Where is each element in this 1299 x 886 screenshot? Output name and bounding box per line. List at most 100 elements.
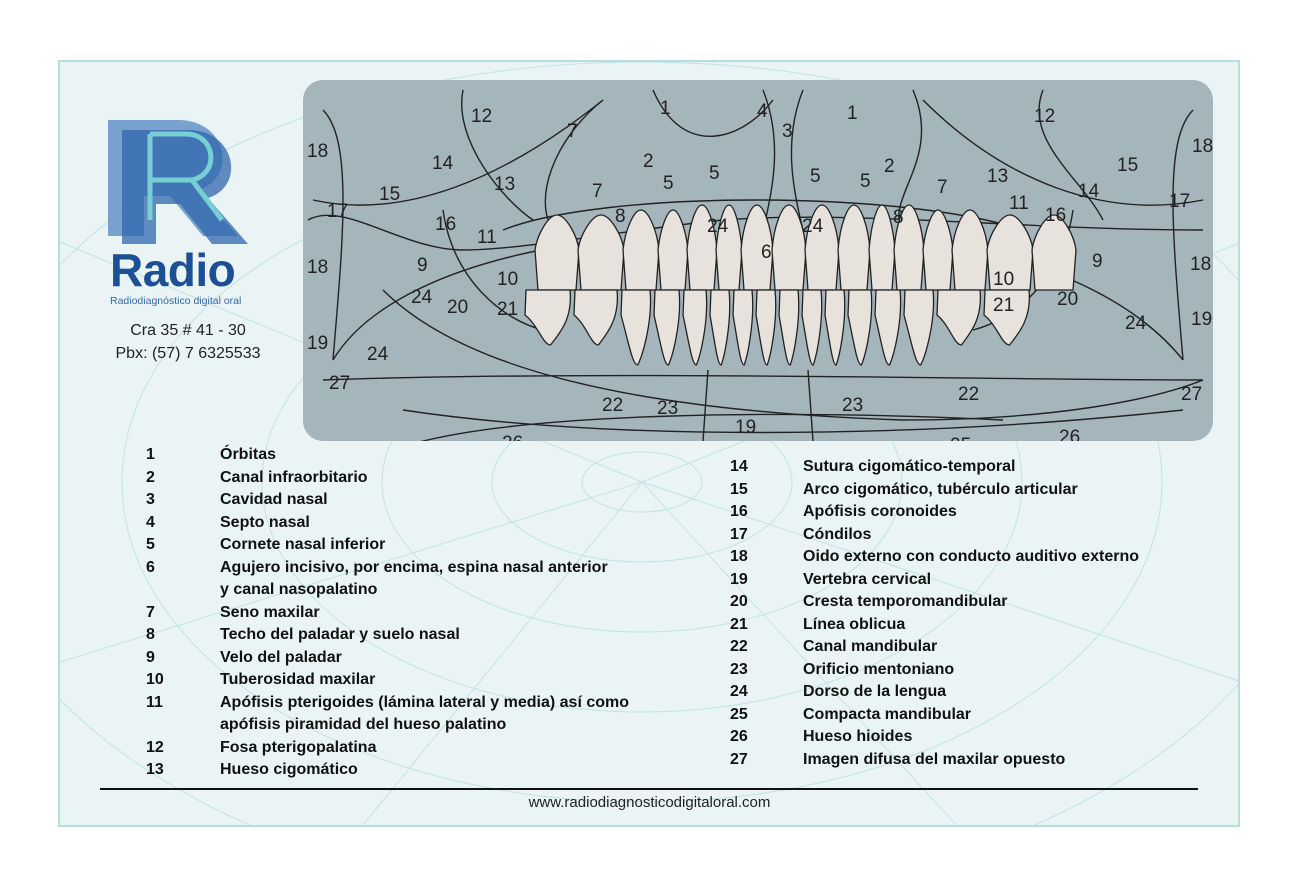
legend-text: Techo del paladar y suelo nasal [220, 626, 460, 643]
diagram-label: 1 [847, 103, 858, 124]
diagram-label: 24 [1125, 313, 1147, 334]
legend-number: 9 [146, 648, 155, 666]
radio-logo [108, 120, 248, 244]
diagram-label: 26 [1059, 427, 1080, 441]
lower-tooth [524, 289, 571, 346]
lower-tooth [653, 289, 681, 366]
legend-number: 22 [730, 638, 748, 655]
diagram-label: 13 [987, 166, 1008, 187]
phone: Pbx: (57) 7 6325533 [115, 345, 261, 362]
diagram-label: 20 [1057, 289, 1078, 310]
legend-text: Órbitas [220, 446, 277, 463]
brand-name: Radio [110, 244, 236, 296]
legend-number [146, 579, 220, 602]
diagram-label: 9 [1092, 251, 1103, 272]
legend-number: 18 [730, 548, 748, 565]
diagram-label: 5 [709, 163, 720, 184]
legend-number: 25 [730, 705, 748, 723]
lower-tooth [732, 289, 754, 366]
legend-item: 1 Órbitas [146, 444, 629, 467]
legend-text: Arco cigomático, tubérculo articular [803, 480, 1078, 498]
legend-text: Imagen difusa del maxilar opuesto [803, 750, 1066, 768]
diagram-label: 25 [950, 435, 971, 441]
website-url: www.radiodiagnosticodigitaloral.com [528, 794, 771, 811]
diagram-label: 19 [307, 333, 328, 354]
diagram-label: 7 [937, 177, 948, 198]
lower-tooth [755, 289, 777, 366]
lower-tooth [620, 289, 652, 366]
diagram-label: 8 [893, 207, 904, 228]
legend-number: 4 [146, 513, 155, 531]
diagram-label: 13 [494, 174, 515, 195]
lower-tooth [983, 289, 1030, 346]
legend-item: 24 Dorso de la lengua [730, 681, 1139, 704]
legend-number: 12 [146, 738, 164, 756]
legend-number: 15 [730, 480, 748, 498]
legend-number: 1 [146, 446, 155, 463]
diagram-label: 27 [329, 373, 350, 394]
legend-item: 15 Arco cigomático, tubérculo articular [730, 479, 1139, 502]
diagram-label: 23 [657, 398, 678, 419]
diagram-label: 10 [993, 269, 1014, 290]
legend-number: 21 [730, 615, 748, 633]
legend-text: Canal mandibular [803, 638, 938, 655]
legend-number: 23 [730, 660, 748, 678]
diagram-label: 2 [643, 151, 654, 172]
diagram-label: 11 [1009, 193, 1029, 214]
diagram-label: 7 [592, 181, 603, 202]
legend-text: Cavidad nasal [220, 491, 328, 508]
legend-number: 8 [146, 626, 155, 643]
diagram-label: 7 [567, 121, 578, 142]
diagram-label: 18 [307, 141, 328, 162]
legend-number: 24 [730, 683, 748, 700]
legend-number: 6 [146, 558, 155, 576]
lower-tooth [874, 289, 902, 366]
legend-text: Apófisis coronoides [803, 503, 957, 520]
diagram-label: 5 [860, 171, 871, 192]
legend-text: Tuberosidad maxilar [220, 671, 376, 688]
diagram-label: 27 [1181, 384, 1202, 405]
diagram-label: 9 [417, 255, 428, 276]
legend-text: Hueso hioides [803, 728, 913, 745]
legend-item: apófisis piramidad del hueso palatino [146, 714, 629, 737]
lower-tooth [903, 289, 935, 366]
lower-tooth [573, 289, 619, 346]
diagram-label: 1 [660, 98, 671, 119]
legend-number: 3 [146, 491, 155, 508]
upper-tooth [951, 209, 989, 291]
legend-number: 17 [730, 525, 748, 543]
lower-tooth [801, 289, 823, 366]
diagram-label: 24 [367, 344, 389, 365]
diagram-label: 2 [884, 156, 895, 177]
diagram-label: 11 [477, 227, 497, 248]
legend-text: Seno maxilar [220, 603, 320, 621]
footer-divider [100, 788, 1198, 790]
legend-text: Dorso de la lengua [803, 683, 947, 700]
legend-number: 10 [146, 671, 164, 688]
legend-item: 23 Orificio mentoniano [730, 659, 1139, 682]
legend-number: 11 [146, 693, 163, 711]
diagram-label: 19 [735, 417, 756, 438]
legend-item: 4 Septo nasal [146, 512, 629, 535]
legend-text: Orificio mentoniano [803, 660, 955, 678]
diagram-label: 21 [497, 299, 518, 320]
legend-item: 25 Compacta mandibular [730, 704, 1139, 727]
legend-text: Septo nasal [220, 513, 310, 531]
diagram-label: 5 [810, 166, 821, 187]
legend-text: Oido externo con conducto auditivo exter… [803, 548, 1140, 565]
legend-text: Compacta mandibular [803, 705, 972, 723]
legend-text: Sutura cigomático-temporal [803, 458, 1016, 475]
legend-number [146, 714, 220, 737]
diagram-label: 22 [958, 384, 979, 405]
legend-item: 18 Oido externo con conducto auditivo ext… [730, 546, 1139, 569]
